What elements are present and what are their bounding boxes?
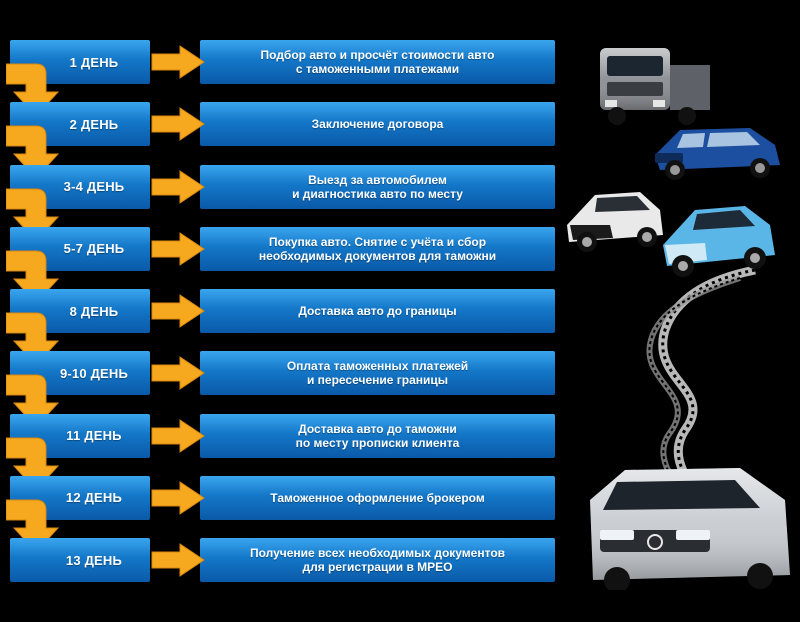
timeline-step: 12 ДЕНЬ Таможенное оформление брокером <box>0 475 560 553</box>
right-arrow-icon <box>151 418 205 453</box>
suv-icon <box>655 128 780 180</box>
description-band <box>200 289 555 333</box>
right-arrow-icon <box>151 107 205 142</box>
timeline-step: 8 ДЕНЬ Доставка авто до границы <box>0 289 560 366</box>
minivan-icon <box>590 468 790 590</box>
day-label: 3-4 ДЕНЬ <box>63 179 125 194</box>
timeline-step: 9-10 ДЕНЬ Оплата таможенных платежей и пе… <box>0 351 560 428</box>
day-label: 12 ДЕНЬ <box>65 490 123 506</box>
day-label: 5-7 ДЕНЬ <box>63 241 125 257</box>
description-band <box>200 538 555 582</box>
day-label: 11 ДЕНЬ <box>66 428 122 443</box>
step-description: Оплата таможенных платежей и пересечение… <box>286 359 469 388</box>
right-arrow-icon <box>151 356 205 391</box>
description-band <box>200 40 555 84</box>
day-band <box>10 538 150 582</box>
truck-icon <box>600 48 710 125</box>
description-band <box>200 413 555 458</box>
road-icon <box>646 265 756 504</box>
hatchback-icon <box>663 206 775 277</box>
description-band <box>200 351 555 396</box>
step-description: Выезд за автомобилем и диагностика авто … <box>292 172 463 201</box>
right-arrow-icon <box>151 169 205 204</box>
timeline-step: 3-4 ДЕНЬ Выезд за автомобилем и диагности… <box>0 164 560 242</box>
step-description: Заключение договора <box>311 117 444 132</box>
day-label: 1 ДЕНЬ <box>69 54 119 70</box>
right-arrow-icon <box>151 543 205 577</box>
step-description: Доставка авто до границы <box>298 304 457 318</box>
right-arrow-icon <box>151 45 205 79</box>
timeline-step: 5-7 ДЕНЬ Покупка авто. Снятие с учёта и с… <box>0 226 560 304</box>
vehicles-illustration <box>567 48 790 590</box>
description-band <box>200 102 555 147</box>
step-description: Доставка авто до таможни по месту пропис… <box>295 421 460 450</box>
right-arrow-icon <box>151 231 205 266</box>
day-label: 2 ДЕНЬ <box>69 116 119 132</box>
coupe-icon <box>567 192 663 252</box>
step-description: Получение всех необходимых документов дл… <box>249 546 506 574</box>
timeline-step: 13 ДЕНЬ Получение всех необходимых докуме… <box>0 538 560 582</box>
description-band <box>200 475 555 520</box>
description-band <box>200 226 555 271</box>
timeline-step: 2 ДЕНЬ Заключение договора <box>0 102 560 179</box>
day-label: 9-10 ДЕНЬ <box>59 365 129 381</box>
day-label: 13 ДЕНЬ <box>65 552 123 568</box>
timeline-step: 1 ДЕНЬ Подбор авто и просчёт стоимости ав… <box>0 40 560 117</box>
step-description: Таможенное оформление брокером <box>270 490 485 505</box>
description-band <box>200 164 555 209</box>
right-arrow-icon <box>151 294 205 328</box>
day-label: 8 ДЕНЬ <box>69 303 119 319</box>
step-description: Покупка авто. Снятие с учёта и сбор необ… <box>258 234 497 263</box>
right-arrow-icon <box>151 480 205 515</box>
step-description: Подбор авто и просчёт стоимости авто с т… <box>260 48 495 76</box>
timeline-step: 11 ДЕНЬ Доставка авто до таможни по месту… <box>0 413 560 491</box>
